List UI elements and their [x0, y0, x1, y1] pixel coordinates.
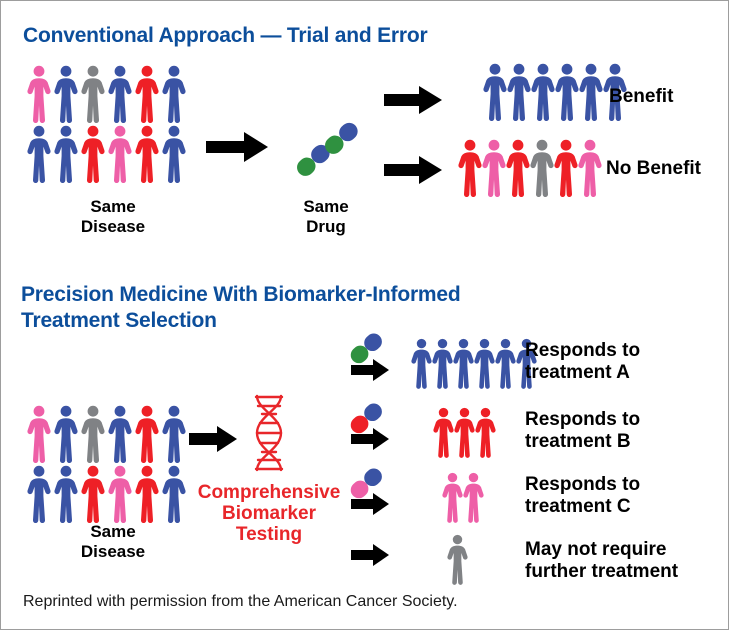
outcome-label-no-treatment: May not require further treatment [525, 539, 679, 582]
person-icon-blue [516, 338, 537, 389]
person-icon-pink [108, 125, 132, 183]
arrow-right-icon-benefit [384, 86, 442, 119]
capsule-icon-treatment-a [345, 327, 387, 374]
person-icon-blue [411, 338, 432, 389]
arrow-right-icon-precision [189, 426, 237, 457]
outcome-people-benefit [483, 63, 627, 121]
person-icon-blue [27, 465, 51, 523]
person-icon-pink [482, 139, 506, 197]
outcome-label-treatment-b: Responds to treatment B [525, 409, 641, 452]
patient-row-1-precision [27, 405, 186, 463]
capsule-icon-green-blue-2 [319, 116, 363, 165]
outcome-label-treatment-c: Responds to treatment C [525, 474, 641, 517]
person-icon-red [81, 125, 105, 183]
person-icon-red [135, 465, 159, 523]
person-icon-blue [162, 465, 186, 523]
page-title-precision-medicine: Precision Medicine With Biomarker-Inform… [21, 283, 461, 332]
caption-same-disease-top: Same Disease [80, 197, 146, 236]
person-icon-blue [531, 63, 555, 121]
arrow-right-icon-treatment-a [351, 359, 389, 386]
caption-same-drug: Same Drug [303, 197, 349, 236]
person-icon-blue [162, 125, 186, 183]
person-icon-blue [27, 125, 51, 183]
dna-helix-icon [241, 393, 297, 478]
person-icon-blue [483, 63, 507, 121]
patient-row-2-precision [27, 465, 186, 523]
arrow-right-icon-no-benefit [384, 156, 442, 189]
person-icon-red [475, 407, 496, 458]
outcome-people-no-benefit [458, 139, 602, 197]
person-icon-blue [54, 125, 78, 183]
arrow-right-icon-no-treatment [351, 544, 389, 571]
person-icon-blue [108, 65, 132, 123]
capsule-icon-green-blue-1 [291, 138, 335, 187]
person-icon-blue [162, 65, 186, 123]
outcome-people-treatment-c [442, 472, 484, 523]
outcome-people-no-treatment [447, 534, 468, 585]
person-icon-blue [579, 63, 603, 121]
person-icon-blue [474, 338, 495, 389]
person-icon-red [554, 139, 578, 197]
person-icon-red [135, 125, 159, 183]
arrow-right-icon-treatment-b [351, 428, 389, 455]
outcome-label-benefit: Benefit [609, 86, 674, 107]
person-icon-red [433, 407, 454, 458]
arrow-right-icon-treatment-c [351, 493, 389, 520]
person-icon-gray [81, 405, 105, 463]
person-icon-red [506, 139, 530, 197]
person-icon-blue [54, 465, 78, 523]
person-icon-blue [54, 65, 78, 123]
outcome-label-no-benefit: No Benefit [606, 158, 701, 179]
person-icon-red [454, 407, 475, 458]
person-icon-blue [453, 338, 474, 389]
comprehensive-biomarker-testing-label: Comprehensive Biomarker Testing [197, 482, 341, 545]
person-icon-blue [555, 63, 579, 121]
person-icon-blue [108, 405, 132, 463]
page-title-conventional-approach: Conventional Approach — Trial and Error [23, 24, 428, 47]
person-icon-red [458, 139, 482, 197]
person-icon-blue [162, 405, 186, 463]
person-icon-blue [432, 338, 453, 389]
person-icon-pink [27, 405, 51, 463]
person-icon-red [81, 465, 105, 523]
person-icon-pink [578, 139, 602, 197]
person-icon-blue [495, 338, 516, 389]
outcome-people-treatment-a [411, 338, 537, 389]
person-icon-gray [447, 534, 468, 585]
capsule-icon-treatment-c [345, 462, 387, 509]
person-icon-pink [108, 465, 132, 523]
outcome-label-treatment-a: Responds to treatment A [525, 340, 641, 383]
person-icon-gray [530, 139, 554, 197]
outcome-people-treatment-b [433, 407, 496, 458]
capsule-icon-treatment-b [345, 397, 387, 444]
caption-same-disease-bottom: Same Disease [80, 522, 146, 561]
person-icon-pink [442, 472, 463, 523]
person-icon-blue [603, 63, 627, 121]
person-icon-gray [81, 65, 105, 123]
arrow-right-icon-conventional [206, 132, 268, 167]
patient-row-2 [27, 125, 186, 183]
patient-row-1 [27, 65, 186, 123]
person-icon-blue [54, 405, 78, 463]
footer-credit-text: Reprinted with permission from the Ameri… [23, 593, 458, 610]
person-icon-pink [463, 472, 484, 523]
person-icon-pink [27, 65, 51, 123]
person-icon-red [135, 405, 159, 463]
person-icon-blue [507, 63, 531, 121]
person-icon-red [135, 65, 159, 123]
